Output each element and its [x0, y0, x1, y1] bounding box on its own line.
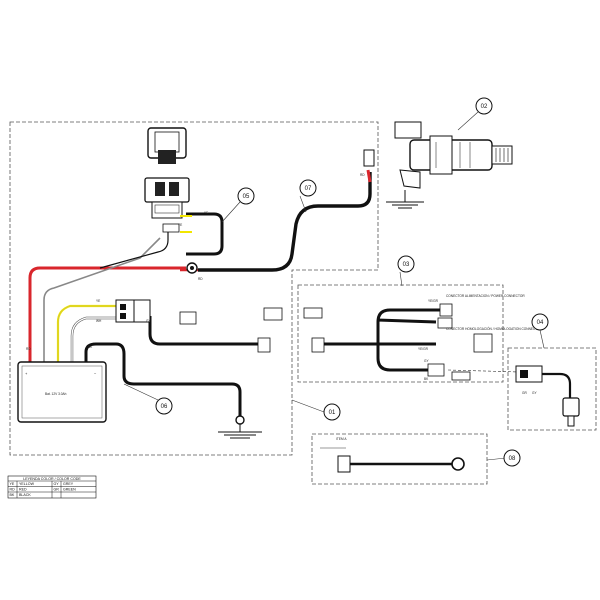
battery: + − Bat. 12V 3.0Ah [17, 361, 107, 423]
svg-text:RED: RED [19, 488, 27, 492]
color-legend: LEYENDA COLOR / COLOR CODE YE YELLOW GY … [7, 475, 97, 499]
tag-gy-03: GY [424, 359, 429, 363]
callout-03: 03 [397, 255, 415, 287]
tag-bk: BK [88, 345, 93, 349]
svg-text:YE: YE [10, 482, 15, 486]
grey-wire-relay [43, 237, 161, 368]
tag-gr: GR [522, 391, 527, 395]
callout-02: 02 [457, 97, 493, 131]
tag-gy-04: GY [532, 391, 537, 395]
tag-ye-relay2: YE [178, 223, 182, 227]
tag-rd-relay: RD [198, 277, 203, 281]
starter-cable-07 [198, 172, 372, 272]
power-connector-label: CONECTOR ALIMENTACION / POWER CONNECTOR [446, 294, 525, 298]
ground-wire-06 [84, 342, 242, 418]
svg-text:YELLOW: YELLOW [19, 482, 35, 486]
svg-text:RD: RD [10, 488, 16, 492]
tag-wh: WH [96, 319, 102, 323]
connector-terminal-small [179, 307, 325, 353]
ring-terminal [190, 266, 194, 270]
tag-bk-03: BK [424, 377, 429, 381]
yellow-wire [56, 304, 118, 368]
svg-text:01: 01 [329, 410, 336, 416]
ground-icon [386, 190, 424, 209]
tag-ye-gr-03: YE/GR [428, 299, 439, 303]
callout-07: 07 [299, 179, 317, 213]
battery-positive-wire [28, 266, 186, 368]
gy-wire-to-03 [148, 316, 262, 346]
group-04-boundary [507, 347, 597, 431]
connector-03-group [427, 303, 493, 381]
relay-cover [147, 127, 187, 164]
group-01-boundary [9, 121, 379, 456]
callout-05: 05 [221, 187, 255, 223]
svg-text:02: 02 [481, 104, 488, 110]
battery-plus: + [25, 371, 28, 376]
starter-relay [144, 177, 190, 233]
group-08-boundary [311, 433, 488, 485]
connector-yellow-white [115, 299, 151, 323]
svg-text:GY: GY [54, 482, 60, 486]
ground-icon [218, 424, 262, 439]
svg-text:BK: BK [10, 493, 15, 497]
starter-motor [394, 121, 513, 189]
tag-rd: RD [26, 347, 31, 351]
callout-08: 08 [486, 449, 521, 467]
callout-04: 04 [531, 313, 549, 349]
sensor-wire-04 [540, 372, 572, 398]
callout-01: 01 [291, 399, 341, 421]
tag-ye: YE [96, 299, 100, 303]
svg-text:03: 03 [403, 262, 410, 268]
svg-text:04: 04 [537, 320, 544, 326]
tag-ye-gr: YE/GR [418, 347, 429, 351]
item08-label: ITEM A [336, 437, 347, 441]
svg-text:08: 08 [509, 456, 516, 462]
homolog-connector-label: CONECTOR HOMOLOGACIÓN / HOMOLOGATION CON… [446, 326, 543, 331]
svg-text:GR: GR [54, 488, 60, 492]
sensor-04 [515, 365, 580, 427]
ring-terminal [235, 415, 245, 425]
svg-text:GREY: GREY [63, 482, 74, 486]
tag-rd-starter: RD [360, 173, 365, 177]
svg-text:05: 05 [243, 194, 250, 200]
group-03-boundary [297, 284, 504, 383]
relay-wire-05 [186, 212, 224, 256]
tag-gy: GY [146, 319, 151, 323]
harness-03-main [318, 308, 440, 372]
legend-header: LEYENDA COLOR / COLOR CODE [23, 477, 81, 481]
battery-label: Bat. 12V 3.0Ah [45, 392, 67, 396]
svg-text:GREEN: GREEN [63, 488, 76, 492]
callout-06: 06 [123, 383, 173, 415]
tag-ye-relay: YE [204, 211, 208, 215]
battery-minus: − [94, 371, 97, 376]
svg-text:BLACK: BLACK [19, 493, 31, 497]
svg-text:06: 06 [161, 404, 168, 410]
svg-text:07: 07 [305, 186, 312, 192]
